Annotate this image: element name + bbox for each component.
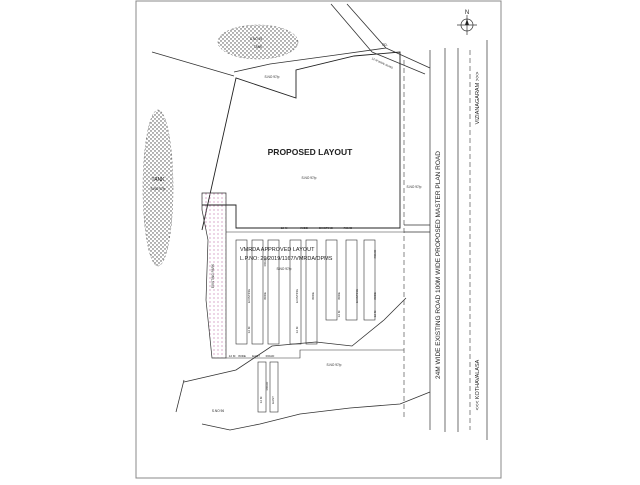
road-label: WIDE [238,354,246,358]
road-label: EXISTING [247,288,251,303]
sheet-border [135,0,502,479]
proposed-layout-label: PROPOSED LAYOUT [268,147,354,157]
road-label: 12 M [295,326,299,333]
top-road-diagonal-label: 12 M WIDE ROAD [371,56,394,69]
vizianagaram-label: VIZIANAGARAM >>> [475,72,481,125]
internal-road-labels-horizontal: 12 M WIDE EXISTING ROAD 12 M WIDE EAST R… [229,226,354,358]
survey-numbers: S.NO 95 S.NO 97/p S.NO 97/p S.NO 97/p S.… [151,37,422,413]
road-label: WIDE [300,226,308,230]
internal-road-labels-vertical: EXISTING 12 M WIDE ROAD EXISTING 12 M WI… [247,249,377,404]
road-label: WIDE [373,292,377,300]
road-label: WIDE [311,292,315,300]
survey-number: S.NO 95 [250,37,262,41]
survey-number: S.NO 96 [212,409,224,413]
survey-number: S.NO 97/p [265,75,280,79]
survey-number: S.NO 97/p [151,187,166,191]
road-label: ROAD [344,226,354,230]
kothavalasa-label: <<< KOTHAVALASA [475,359,481,410]
vmrda-label-line2: L.P.NO: 29/2019/1167/VMRDA/DPMS [240,256,333,262]
road-label: 12 M [259,396,263,403]
north-compass: N [457,10,477,35]
road-label: ROAD [266,354,276,358]
road-label: ROAD [373,249,377,259]
existing-park-label: EXISTING PARK [211,263,215,288]
proposed-layout-boundary [201,51,401,231]
north-label: N [465,10,469,16]
road-label: 12 M [337,310,341,317]
road-label: ROAD [263,257,267,267]
tank-top [217,24,299,60]
survey-number: S.NO 97/p [302,176,317,180]
tank-top-label: TANK [254,45,263,49]
road-label: WIDE [263,292,267,300]
road-label: EXISTING [295,288,299,303]
road-label: EAST [252,354,260,358]
tank-left-label: TANK [152,177,166,183]
existing-park-area [201,192,227,359]
road-label: EXISTING [355,288,359,303]
vmrda-label-line1: VMRDA APPROVED LAYOUT [240,247,315,253]
vmrda-layout-blocks [226,231,404,413]
road-label: 12 M [373,310,377,317]
road-label: WIDE [337,292,341,300]
road-label: EAST [271,396,275,404]
survey-number: S.NO 97/p [277,267,292,271]
top-road-label: RD. [382,43,388,47]
survey-number: S.NO 97/p [407,185,422,189]
road-label: ROAD [265,381,269,391]
road-label: 12 M [281,226,288,230]
main-road-label: 24M WIDE EXISTING ROAD 100M WIDE PROPOSE… [435,151,442,379]
site-boundary-lines [151,3,431,431]
main-road-lines [403,40,488,440]
road-label: EXISTING [319,226,334,230]
road-label: 12 M [229,354,236,358]
road-label: 12 M [247,326,251,333]
survey-number: S.NO 97/p [327,363,342,367]
tank-left [142,109,174,267]
